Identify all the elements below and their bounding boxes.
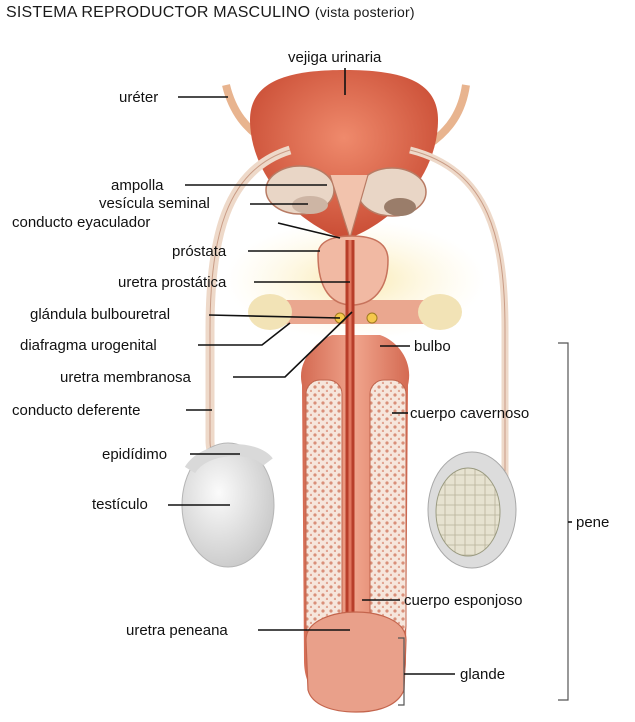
label-cuerpo-cavernoso: cuerpo cavernoso xyxy=(410,405,529,422)
label-bulbo: bulbo xyxy=(414,338,451,355)
label-glandula-bulbouretral: glándula bulbouretral xyxy=(30,306,170,323)
label-epididimo: epidídimo xyxy=(102,446,167,463)
corpus-cavernosum-right xyxy=(370,380,406,640)
label-conducto-eyaculador: conducto eyaculador xyxy=(12,214,150,231)
label-testiculo: testículo xyxy=(92,496,148,513)
right-testis-lobules xyxy=(436,468,500,556)
label-uretra-prostatica: uretra prostática xyxy=(118,274,226,291)
corpus-cavernosum-left xyxy=(306,380,342,640)
label-glande: glande xyxy=(460,666,505,683)
label-ureter: uréter xyxy=(119,89,158,106)
label-pene: pene xyxy=(576,514,609,531)
label-vejiga-urinaria: vejiga urinaria xyxy=(288,49,381,66)
label-ampolla: ampolla xyxy=(111,177,164,194)
penis-bracket xyxy=(558,343,568,700)
label-diafragma-urogenital: diafragma urogenital xyxy=(20,337,157,354)
bulbourethral-gland-right xyxy=(367,313,377,323)
label-uretra-membranosa: uretra membranosa xyxy=(60,369,191,386)
label-vesicula-seminal: vesícula seminal xyxy=(99,195,210,212)
pelvic-bone-right xyxy=(418,294,462,330)
glans-shape xyxy=(306,612,406,712)
label-uretra-peneana: uretra peneana xyxy=(126,622,228,639)
label-cuerpo-esponjoso: cuerpo esponjoso xyxy=(404,592,522,609)
pelvic-bone-left xyxy=(248,294,292,330)
label-conducto-deferente: conducto deferente xyxy=(12,402,140,419)
label-prostata: próstata xyxy=(172,243,226,260)
